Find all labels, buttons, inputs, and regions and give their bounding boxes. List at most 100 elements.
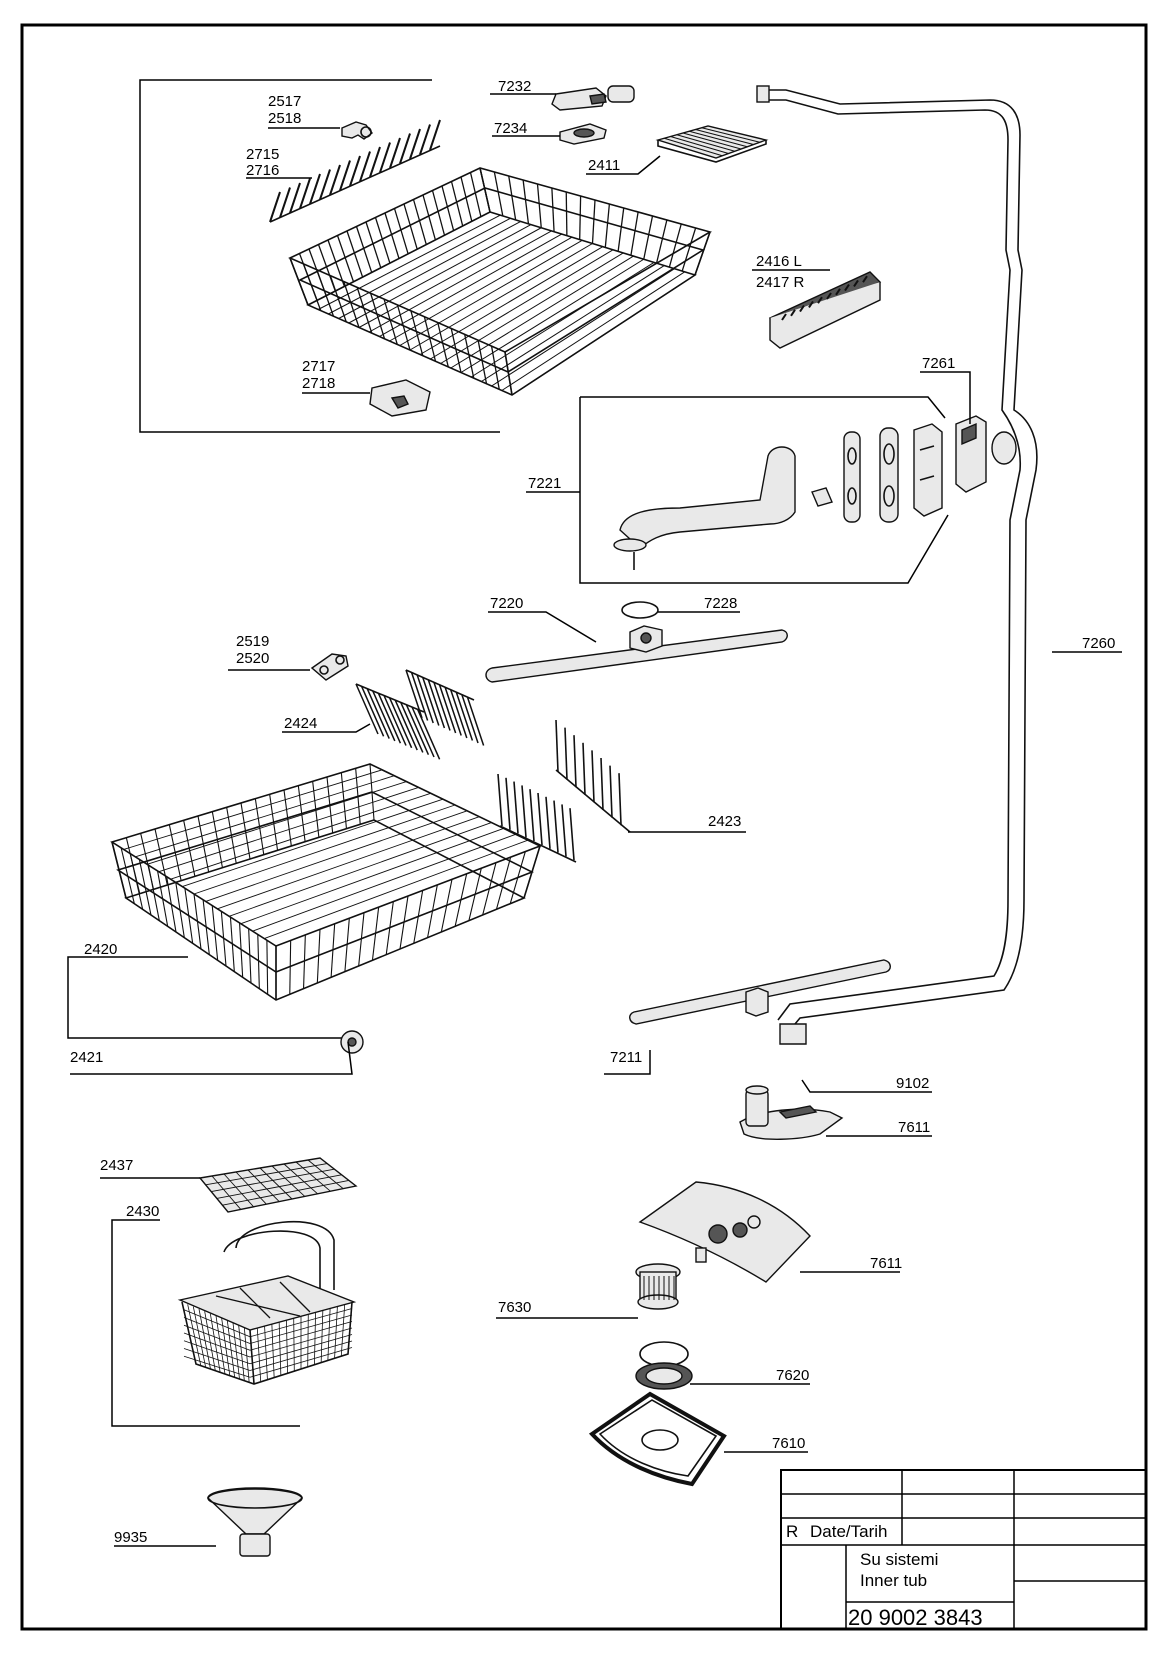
drawing-stroke (440, 879, 453, 933)
drawing-stroke (504, 351, 513, 396)
drawing-stroke (217, 816, 480, 910)
drawing-stroke (781, 313, 787, 321)
drawing-stroke (259, 1167, 293, 1200)
part-label: 2424 (284, 715, 317, 732)
part-label: 2715 (246, 146, 279, 163)
drawing-stroke (135, 775, 395, 858)
part-label: 7221 (528, 475, 561, 492)
drawing-stroke (505, 777, 511, 830)
drawing-stroke (349, 155, 361, 187)
filter-ring-part (635, 1341, 693, 1390)
drawing-stroke (808, 300, 814, 308)
drawing-stroke (419, 246, 604, 355)
part-label: 2420 (84, 941, 117, 958)
drawing-stroke (681, 227, 697, 272)
drawing-stroke (410, 310, 424, 356)
drawing-stroke (358, 912, 365, 967)
drawing-stroke (799, 305, 805, 313)
drawing-stroke (826, 292, 832, 300)
drawing-stroke (183, 1355, 251, 1378)
drawing-stroke (374, 217, 391, 264)
drawing-stroke (197, 815, 210, 873)
drawing-stroke (431, 190, 446, 236)
drawing-stroke (522, 179, 530, 224)
part-label: 2518 (268, 110, 301, 127)
drawing-stroke (682, 132, 742, 150)
drawing-stroke (336, 235, 355, 282)
drawing-stroke (409, 128, 421, 160)
drawing-stroke (249, 1308, 353, 1338)
drawing-stroke (329, 164, 341, 196)
drawing-stroke (343, 281, 360, 328)
drawing-stroke (461, 694, 479, 744)
drawing-stroke (192, 1306, 207, 1368)
drawing-stroke (183, 1340, 251, 1365)
drawing-stroke (389, 137, 401, 169)
drawing-stroke (340, 1303, 346, 1357)
drawing-stroke (409, 243, 593, 351)
drawing-stroke (437, 322, 449, 368)
drawing-stroke (344, 918, 350, 972)
drawing-stroke (383, 298, 398, 345)
drawing-stroke (221, 1318, 231, 1376)
drawing-stroke (249, 1321, 353, 1351)
drawing-stroke (248, 928, 252, 984)
drawing-stroke (394, 699, 418, 751)
drawing-stroke (209, 1313, 221, 1373)
part-label: 7611 (898, 1119, 930, 1136)
drawing-stroke (664, 137, 723, 157)
drawing-stroke (482, 862, 497, 916)
drawing-stroke (240, 802, 251, 860)
drawing-stroke (247, 1169, 280, 1202)
drawing-stroke (158, 787, 419, 873)
drawing-stroke (379, 233, 562, 337)
part-label: 2416 L (756, 253, 802, 270)
part-label: 7234 (494, 120, 527, 137)
pipe-connector-part (955, 415, 987, 493)
drawing-stroke (211, 1175, 242, 1210)
drawing-stroke (455, 692, 474, 741)
drawing-stroke (844, 284, 850, 292)
drawing-stroke (399, 239, 583, 346)
drawing-stroke (565, 191, 568, 236)
drawing-stroke (239, 1287, 271, 1319)
drawing-stroke (509, 851, 526, 904)
o-ring-part (621, 601, 659, 619)
drawing-stroke (513, 781, 519, 834)
drawing-stroke (403, 203, 418, 250)
drawing-stroke (319, 169, 331, 200)
drawing-stroke (154, 828, 168, 886)
drawing-stroke (379, 142, 391, 173)
drawing-stroke (327, 239, 346, 287)
part-label: 2423 (708, 813, 741, 830)
drawing-stroke (438, 684, 457, 734)
part-label: 7220 (490, 595, 523, 612)
drawing-stroke (479, 167, 491, 213)
drawing-frame (20, 23, 1148, 1631)
drawing-stroke (243, 1327, 250, 1383)
drawing-stroke (477, 340, 488, 384)
drawing-stroke (355, 683, 379, 735)
title-english: Inner tub (860, 1571, 927, 1590)
drawing-stroke (307, 1159, 344, 1189)
drawing-stroke (216, 1174, 342, 1199)
date-label: Date/Tarih (810, 1522, 887, 1541)
drawing-stroke (853, 279, 859, 287)
drawing-stroke (511, 274, 696, 396)
drawing-stroke (226, 1320, 236, 1378)
drawing-stroke (355, 226, 373, 273)
drawing-stroke (388, 697, 413, 749)
part-label: 2517 (268, 93, 301, 110)
part-label: 2520 (236, 650, 269, 667)
roller-part (551, 85, 635, 111)
drawing-stroke (468, 868, 482, 921)
drawing-stroke (252, 833, 516, 932)
drawing-stroke (497, 773, 503, 827)
title-block: R Date/Tarih Su sistemi Inner tub 20 900… (780, 1469, 1147, 1630)
drawing-stroke (441, 185, 455, 231)
drawing-stroke (238, 1325, 245, 1381)
rack-clip-part (341, 121, 373, 140)
drawing-stroke (184, 888, 194, 944)
drawing-stroke (630, 211, 639, 256)
title-turkish: Su sistemi (860, 1550, 938, 1569)
